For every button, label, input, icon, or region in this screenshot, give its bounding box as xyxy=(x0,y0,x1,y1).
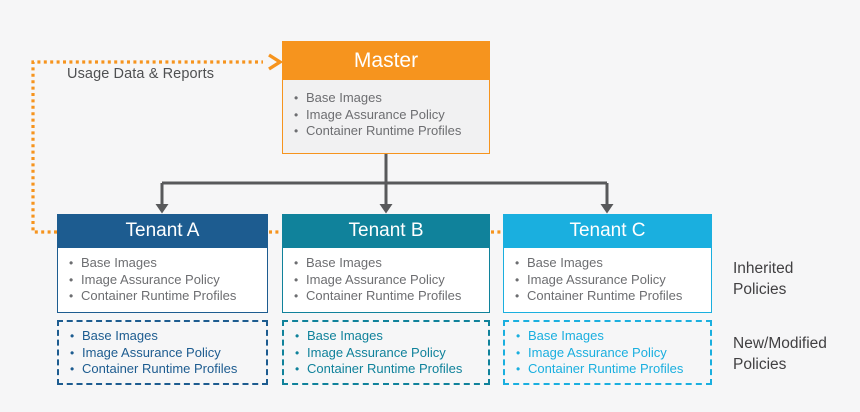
master-policy-item: Image Assurance Policy xyxy=(291,107,483,124)
arrowhead-tenant-a-icon xyxy=(155,204,169,214)
tenant-b-header: Tenant B xyxy=(282,214,490,248)
tenant-c-inherited-policy-box: Base Images Image Assurance Policy Conta… xyxy=(503,248,712,313)
usage-data-reports-label: Usage Data & Reports xyxy=(67,66,215,82)
master-policy-item: Container Runtime Profiles xyxy=(291,123,483,140)
inherited-policy-item: Base Images xyxy=(66,255,263,272)
inherited-policy-item: Container Runtime Profiles xyxy=(291,288,485,305)
inherited-policy-item: Container Runtime Profiles xyxy=(66,288,263,305)
tenant-a-new-modified-list: Base Images Image Assurance Policy Conta… xyxy=(67,328,262,378)
master-node: Master Base Images Image Assurance Polic… xyxy=(282,41,490,154)
inherited-policy-item: Base Images xyxy=(512,255,707,272)
master-policy-list: Base Images Image Assurance Policy Conta… xyxy=(291,90,483,140)
tenant-c-new-modified-policy-box: Base Images Image Assurance Policy Conta… xyxy=(503,320,712,385)
tenant-a-node: Tenant A Base Images Image Assurance Pol… xyxy=(57,214,268,385)
tenant-b-new-modified-list: Base Images Image Assurance Policy Conta… xyxy=(292,328,484,378)
new-modified-policy-item: Container Runtime Profiles xyxy=(67,361,262,378)
new-modified-policy-item: Image Assurance Policy xyxy=(292,345,484,362)
master-to-tenants-connector xyxy=(160,154,609,205)
tenant-a-new-modified-policy-box: Base Images Image Assurance Policy Conta… xyxy=(57,320,268,385)
inherited-policy-item: Image Assurance Policy xyxy=(66,272,263,289)
tenant-a-inherited-policy-box: Base Images Image Assurance Policy Conta… xyxy=(57,248,268,313)
new-modified-policy-item: Base Images xyxy=(292,328,484,345)
tenant-b-node: Tenant B Base Images Image Assurance Pol… xyxy=(282,214,490,385)
inherited-policies-label: Inherited Policies xyxy=(733,260,794,298)
arrowhead-tenant-b-icon xyxy=(379,204,393,214)
inherited-policy-item: Image Assurance Policy xyxy=(512,272,707,289)
tenant-b-inherited-policy-box: Base Images Image Assurance Policy Conta… xyxy=(282,248,490,313)
tenant-a-inherited-list: Base Images Image Assurance Policy Conta… xyxy=(66,255,263,305)
master-policy-item: Base Images xyxy=(291,90,483,107)
inherited-policy-item: Image Assurance Policy xyxy=(291,272,485,289)
new-modified-policies-label: New/Modified Policies xyxy=(733,335,827,373)
tenant-b-inherited-list: Base Images Image Assurance Policy Conta… xyxy=(291,255,485,305)
inherited-policy-item: Container Runtime Profiles xyxy=(512,288,707,305)
new-modified-policy-item: Image Assurance Policy xyxy=(513,345,706,362)
new-modified-policy-item: Base Images xyxy=(67,328,262,345)
arrowhead-tenant-c-icon xyxy=(600,204,614,214)
new-modified-policy-item: Container Runtime Profiles xyxy=(292,361,484,378)
usage-feedback-path xyxy=(31,60,263,234)
tenant-a-header: Tenant A xyxy=(57,214,268,248)
new-modified-policy-item: Base Images xyxy=(513,328,706,345)
master-policy-box: Base Images Image Assurance Policy Conta… xyxy=(282,80,490,154)
tenant-b-new-modified-policy-box: Base Images Image Assurance Policy Conta… xyxy=(282,320,490,385)
tenant-c-new-modified-list: Base Images Image Assurance Policy Conta… xyxy=(513,328,706,378)
usage-feedback-arrowhead-icon xyxy=(268,53,284,71)
new-modified-policy-item: Container Runtime Profiles xyxy=(513,361,706,378)
new-modified-policy-item: Image Assurance Policy xyxy=(67,345,262,362)
tenant-c-node: Tenant C Base Images Image Assurance Pol… xyxy=(503,214,712,385)
inherited-policy-item: Base Images xyxy=(291,255,485,272)
tenant-c-inherited-list: Base Images Image Assurance Policy Conta… xyxy=(512,255,707,305)
master-header: Master xyxy=(282,41,490,80)
tenant-c-header: Tenant C xyxy=(503,214,712,248)
